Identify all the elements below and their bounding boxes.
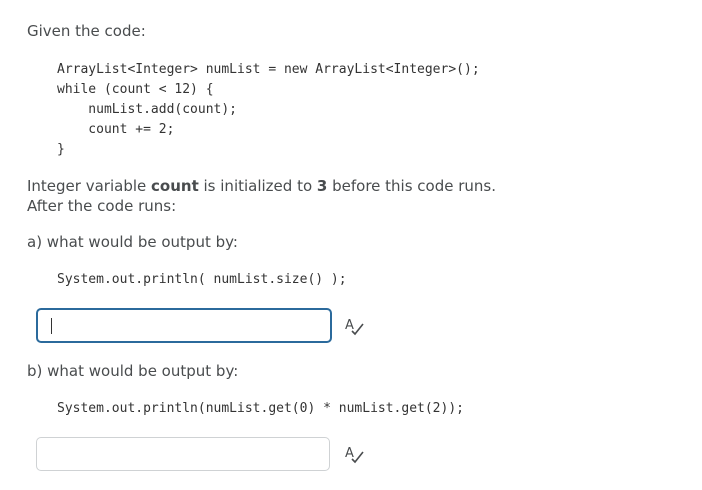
- statement-line-1: Integer variable count is initialized to…: [27, 176, 496, 196]
- spell-check-icon[interactable]: A: [343, 315, 365, 337]
- statement-part-1: Integer variable: [27, 177, 152, 195]
- question-a-prompt: a) what would be output by:: [27, 233, 238, 251]
- statement-bold-count: count: [151, 177, 199, 195]
- statement-part-3: before this code runs.: [327, 177, 496, 195]
- code-line-5: }: [57, 142, 65, 157]
- statement-line-2: After the code runs:: [27, 197, 177, 215]
- intro-text: Given the code:: [27, 22, 146, 40]
- statement-bold-3: 3: [316, 177, 328, 195]
- answer-b-input[interactable]: [36, 437, 330, 471]
- text-caret: [51, 318, 52, 334]
- svg-text:A: A: [345, 318, 354, 333]
- question-b-code: System.out.println(numList.get(0) * numL…: [57, 401, 464, 416]
- statement-part-2: is initialized to: [198, 177, 317, 195]
- code-line-3: numList.add(count);: [57, 102, 238, 117]
- question-b-prompt: b) what would be output by:: [27, 362, 239, 380]
- code-line-1: ArrayList<Integer> numList = new ArrayLi…: [57, 62, 480, 77]
- code-line-4: count += 2;: [57, 122, 175, 137]
- code-line-2: while (count < 12) {: [57, 82, 214, 97]
- answer-a-input[interactable]: [36, 308, 332, 343]
- spell-check-icon[interactable]: A: [343, 443, 365, 465]
- question-a-code: System.out.println( numList.size() );: [57, 272, 347, 287]
- svg-text:A: A: [345, 446, 354, 461]
